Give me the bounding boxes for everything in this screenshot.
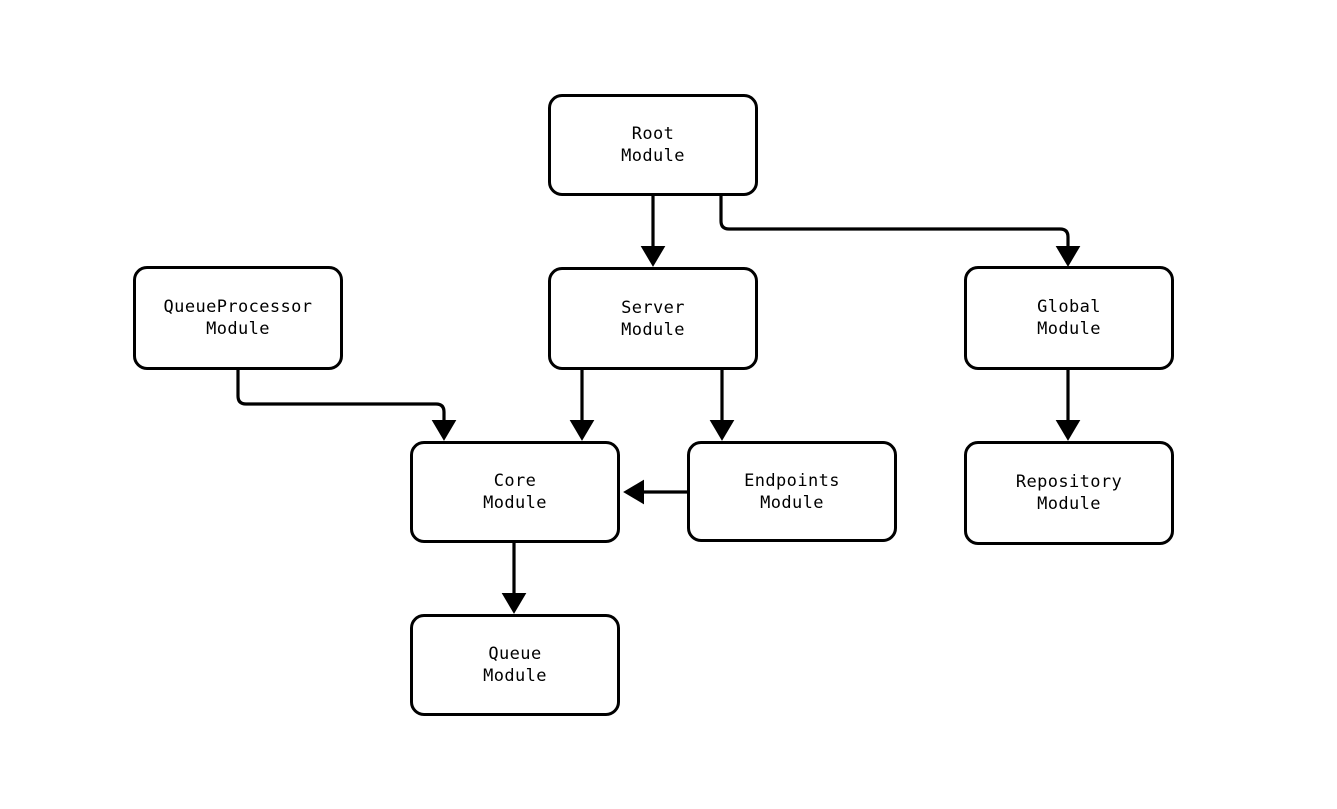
node-repository-module-label-line1: Repository (1015, 472, 1123, 492)
node-server-module-label-line1: Server (621, 297, 685, 318)
node-global-module[interactable]: Global Module (964, 266, 1174, 370)
node-root-module-label-line2: Module (621, 146, 685, 166)
node-server-module-label-line2: Module (621, 319, 685, 340)
node-repository-module[interactable]: Repository Module (964, 441, 1174, 545)
node-server-module[interactable]: Server Module (548, 267, 758, 370)
node-queueprocessor-module-label-line1: QueueProcessor (163, 297, 313, 317)
node-queueprocessor-module-label-line2: Module (206, 319, 270, 339)
edge-root-to-global (719, 196, 1081, 267)
node-queue-module[interactable]: Queue Module (410, 614, 620, 716)
node-core-module-label-line1: Core (493, 471, 537, 491)
node-queue-module-label-line2: Module (483, 666, 547, 686)
node-global-module-label-line1: Global (1037, 297, 1101, 317)
node-endpoints-module-label-line1: Endpoints (744, 470, 840, 491)
node-endpoints-module[interactable]: Endpoints Module (687, 441, 897, 542)
node-root-module[interactable]: Root Module (548, 94, 758, 196)
node-queue-module-label-line1: Queue (488, 644, 542, 664)
node-queueprocessor-module[interactable]: QueueProcessor Module (133, 266, 343, 370)
node-repository-module-label-line2: Module (1037, 494, 1101, 514)
node-core-module-label-line2: Module (483, 493, 547, 513)
edge-queueprocessor-to-core (236, 370, 457, 441)
node-core-module[interactable]: Core Module (410, 441, 620, 543)
node-root-module-label-line1: Root (631, 124, 675, 144)
node-global-module-label-line2: Module (1037, 319, 1101, 339)
node-endpoints-module-label-line2: Module (760, 492, 824, 513)
